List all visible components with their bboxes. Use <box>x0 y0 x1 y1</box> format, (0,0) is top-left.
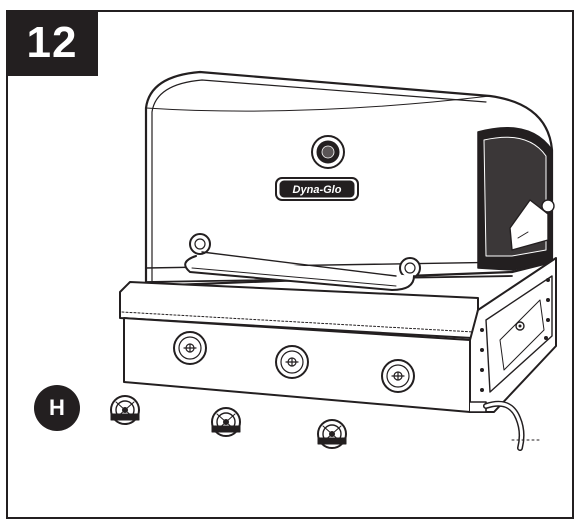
part-callout-label: H <box>49 395 65 420</box>
step-number-badge: 12 <box>6 10 98 76</box>
valve-bezel-3 <box>381 359 415 393</box>
valve-bezel-1 <box>173 331 207 365</box>
control-knob-2 <box>211 407 241 437</box>
control-knob-1 <box>110 395 140 425</box>
temperature-gauge <box>311 135 345 169</box>
part-callout-h: H <box>34 385 80 431</box>
lid-handle <box>184 233 421 291</box>
gas-hose <box>469 400 541 451</box>
valve-bezel-2 <box>275 345 309 379</box>
valve-bezels <box>173 331 415 393</box>
brand-logo-text: Dyna-Glo <box>293 184 342 196</box>
side-bracket <box>469 257 557 413</box>
brand-logo-plate: Dyna-Glo <box>275 177 359 201</box>
control-knob-3 <box>317 419 347 449</box>
step-number: 12 <box>26 18 78 67</box>
